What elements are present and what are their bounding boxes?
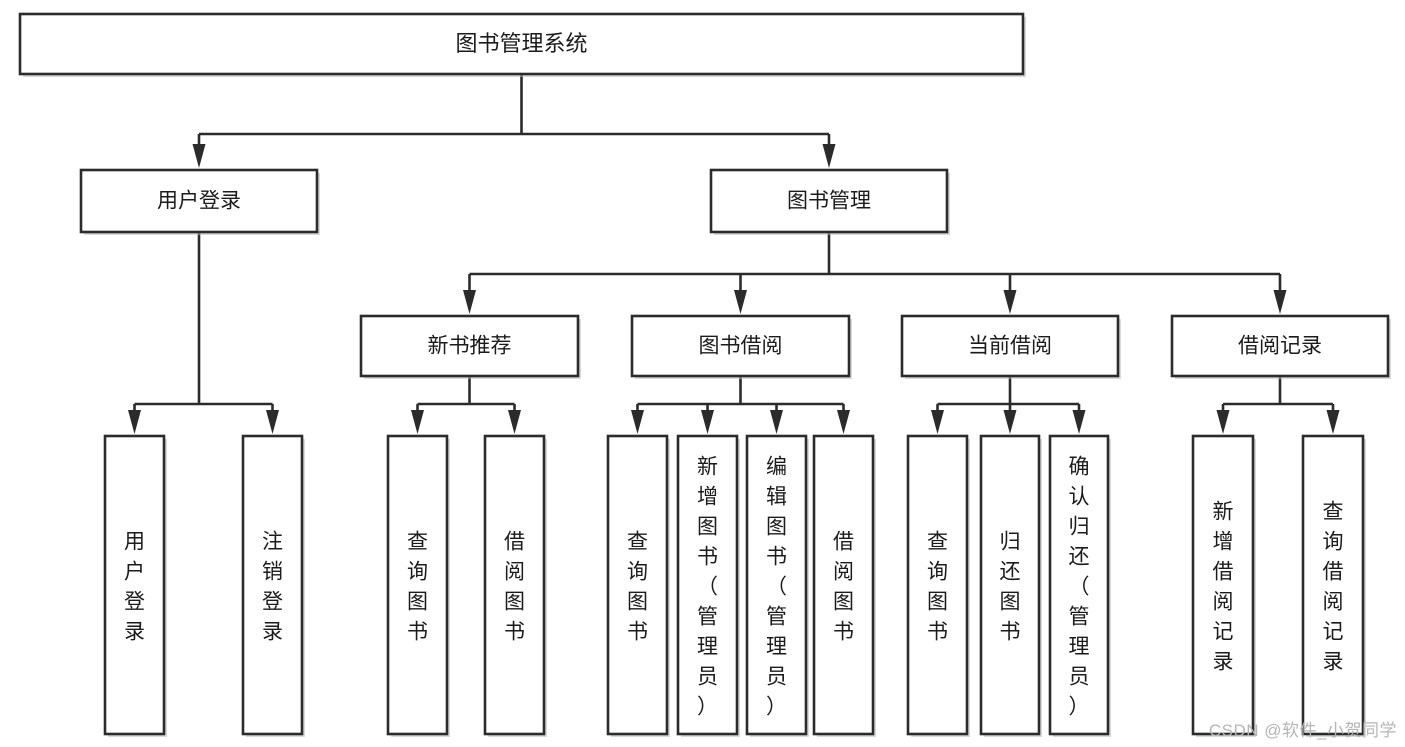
node-book-borrow[interactable]: 图书借阅 — [630, 314, 852, 379]
node-leaf-query-book-2[interactable]: 查询图书 — [606, 434, 670, 737]
arrow-head-icon — [463, 290, 476, 314]
arrow-head-icon — [701, 410, 714, 434]
arrow-head-icon — [266, 410, 279, 434]
arrow-head-icon — [822, 144, 836, 168]
node-box[interactable] — [103, 434, 166, 736]
arrow-head-icon — [508, 410, 521, 434]
node-box[interactable] — [1301, 434, 1365, 736]
node-current-borrow[interactable]: 当前借阅 — [900, 314, 1121, 379]
arrow-head-icon — [1273, 290, 1287, 314]
node-leaf-add-book[interactable]: 新增图书（管理员） — [676, 434, 740, 737]
arrow-head-icon — [192, 144, 206, 168]
connector-group — [411, 376, 521, 434]
arrow-head-icon — [1072, 410, 1086, 434]
node-label: 图书管理 — [787, 190, 871, 213]
node-label: 用户登录 — [157, 190, 241, 213]
connector-group — [128, 232, 279, 434]
node-label-vertical: 查询借阅记录 — [1323, 500, 1344, 673]
node-box[interactable] — [386, 434, 449, 736]
node-box[interactable] — [79, 168, 319, 234]
node-book-manage[interactable]: 图书管理 — [709, 168, 950, 235]
node-label: 图书管理系统 — [455, 31, 587, 56]
arrow-head-icon — [770, 410, 783, 434]
connector-group — [631, 376, 850, 434]
node-leaf-user-login[interactable]: 用户登录 — [103, 434, 167, 737]
node-box[interactable] — [483, 434, 546, 736]
arrow-head-icon — [1326, 410, 1340, 434]
node-box[interactable] — [630, 314, 851, 378]
node-label-vertical: 查询图书 — [927, 530, 948, 643]
node-box[interactable] — [709, 168, 949, 234]
connector-group — [931, 376, 1086, 434]
arrow-head-icon — [631, 410, 644, 434]
node-label-vertical: 查询图书 — [407, 530, 428, 643]
arrow-head-icon — [1003, 410, 1017, 434]
node-box[interactable] — [900, 314, 1120, 378]
node-label-vertical: 编辑图书（管理员） — [766, 455, 787, 718]
node-leaf-borrow-book-1[interactable]: 借阅图书 — [483, 434, 547, 737]
node-leaf-logout[interactable]: 注销登录 — [241, 434, 305, 737]
node-box[interactable] — [1170, 314, 1390, 378]
connector-group — [192, 74, 836, 168]
node-box[interactable] — [606, 434, 669, 736]
node-new-book-rec[interactable]: 新书推荐 — [359, 314, 581, 379]
node-root[interactable]: 图书管理系统 — [18, 12, 1026, 77]
node-box[interactable] — [745, 434, 808, 736]
node-label-vertical: 新增图书（管理员） — [697, 455, 718, 718]
node-box[interactable] — [812, 434, 875, 736]
node-label-vertical: 借阅图书 — [504, 530, 525, 643]
node-label: 借阅记录 — [1238, 335, 1322, 358]
connector-layer — [128, 74, 1340, 434]
node-layer: 图书管理系统用户登录图书管理新书推荐图书借阅当前借阅借阅记录用户登录注销登录查询… — [18, 12, 1391, 737]
node-user-login[interactable]: 用户登录 — [79, 168, 320, 235]
node-label-vertical: 确认归还（管理员） — [1069, 455, 1090, 718]
connector-group — [1216, 376, 1340, 434]
node-label-vertical: 新增借阅记录 — [1213, 500, 1234, 673]
node-borrow-record[interactable]: 借阅记录 — [1170, 314, 1391, 379]
arrow-head-icon — [837, 410, 850, 434]
node-leaf-return-book[interactable]: 归还图书 — [979, 434, 1042, 737]
arrow-head-icon — [1216, 410, 1230, 434]
node-leaf-query-book-1[interactable]: 查询图书 — [386, 434, 450, 737]
arrow-head-icon — [734, 290, 747, 314]
node-leaf-query-record[interactable]: 查询借阅记录 — [1301, 434, 1366, 737]
node-box[interactable] — [979, 434, 1041, 736]
node-box[interactable] — [1191, 434, 1255, 736]
node-box[interactable] — [241, 434, 304, 736]
connector-group — [463, 232, 1287, 314]
node-label-vertical: 归还图书 — [1000, 530, 1021, 643]
node-label-vertical: 借阅图书 — [833, 530, 854, 643]
node-box[interactable] — [676, 434, 739, 736]
node-leaf-borrow-book-2[interactable]: 借阅图书 — [812, 434, 876, 737]
arrow-head-icon — [931, 410, 944, 434]
node-box[interactable] — [1048, 434, 1110, 736]
node-leaf-edit-book[interactable]: 编辑图书（管理员） — [745, 434, 809, 737]
arrow-head-icon — [128, 410, 141, 434]
node-label-vertical: 注销登录 — [262, 530, 283, 643]
node-leaf-add-record[interactable]: 新增借阅记录 — [1191, 434, 1256, 737]
node-leaf-confirm-return[interactable]: 确认归还（管理员） — [1048, 434, 1111, 737]
node-label-vertical: 查询图书 — [627, 530, 648, 643]
node-label-vertical: 用户登录 — [124, 530, 145, 643]
node-box[interactable] — [906, 434, 969, 736]
node-box[interactable] — [359, 314, 580, 378]
node-label: 图书借阅 — [699, 335, 783, 358]
node-box[interactable] — [18, 12, 1025, 76]
arrow-head-icon — [1003, 290, 1017, 314]
node-label: 新书推荐 — [428, 335, 512, 358]
node-leaf-query-book-3[interactable]: 查询图书 — [906, 434, 970, 737]
node-label: 当前借阅 — [968, 335, 1052, 358]
arrow-head-icon — [411, 410, 424, 434]
